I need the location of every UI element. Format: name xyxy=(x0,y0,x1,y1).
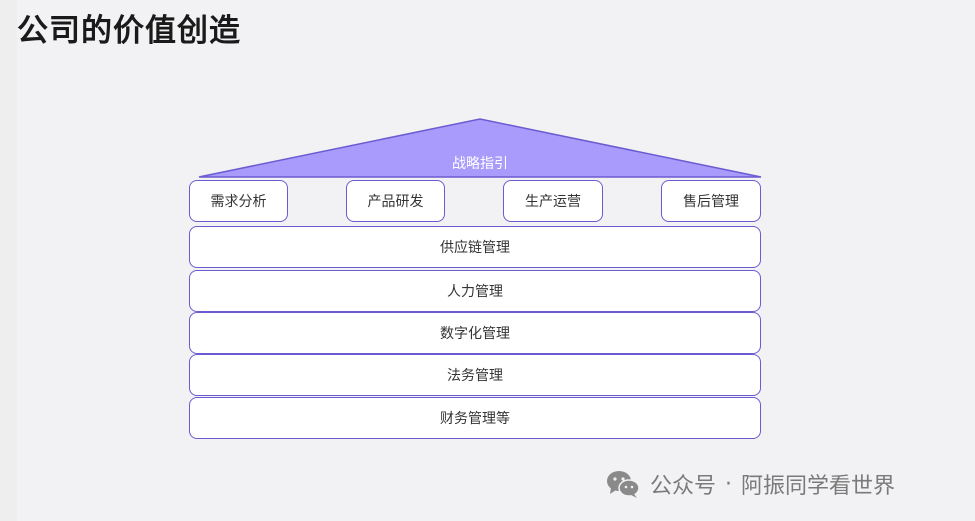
watermark-account: 阿振同学看世界 xyxy=(741,474,896,499)
roof-label: 战略指引 xyxy=(452,156,508,172)
layer-human-resources: 人力管理 xyxy=(189,270,761,312)
layer-digital: 数字化管理 xyxy=(189,312,761,354)
pillar-label: 生产运营 xyxy=(525,194,581,210)
layer-label: 人力管理 xyxy=(447,284,503,300)
pillar-label: 需求分析 xyxy=(210,194,267,210)
page-title: 公司的价值创造 xyxy=(17,13,241,49)
pillar-demand-analysis: 需求分析 xyxy=(189,180,288,222)
pillar-label: 售后管理 xyxy=(683,194,739,210)
pillar-product-rd: 产品研发 xyxy=(346,180,445,222)
layer-label: 供应链管理 xyxy=(440,240,510,256)
layer-label: 数字化管理 xyxy=(440,326,510,342)
pillar-label: 产品研发 xyxy=(367,194,424,210)
pillar-after-sales: 售后管理 xyxy=(661,180,761,222)
layer-finance: 财务管理等 xyxy=(189,397,761,439)
layer-supply-chain: 供应链管理 xyxy=(189,226,761,268)
layer-label: 财务管理等 xyxy=(440,411,510,427)
watermark: 公众号 · 阿振同学看世界 xyxy=(606,468,895,500)
layer-label: 法务管理 xyxy=(447,368,503,384)
layer-legal: 法务管理 xyxy=(189,354,761,396)
watermark-separator: · xyxy=(725,471,733,497)
left-margin-strip xyxy=(0,0,17,521)
pillar-production-operation: 生产运营 xyxy=(503,180,603,222)
wechat-icon xyxy=(607,471,640,498)
watermark-source: 公众号 xyxy=(650,474,717,499)
roof-triangle xyxy=(198,118,762,178)
